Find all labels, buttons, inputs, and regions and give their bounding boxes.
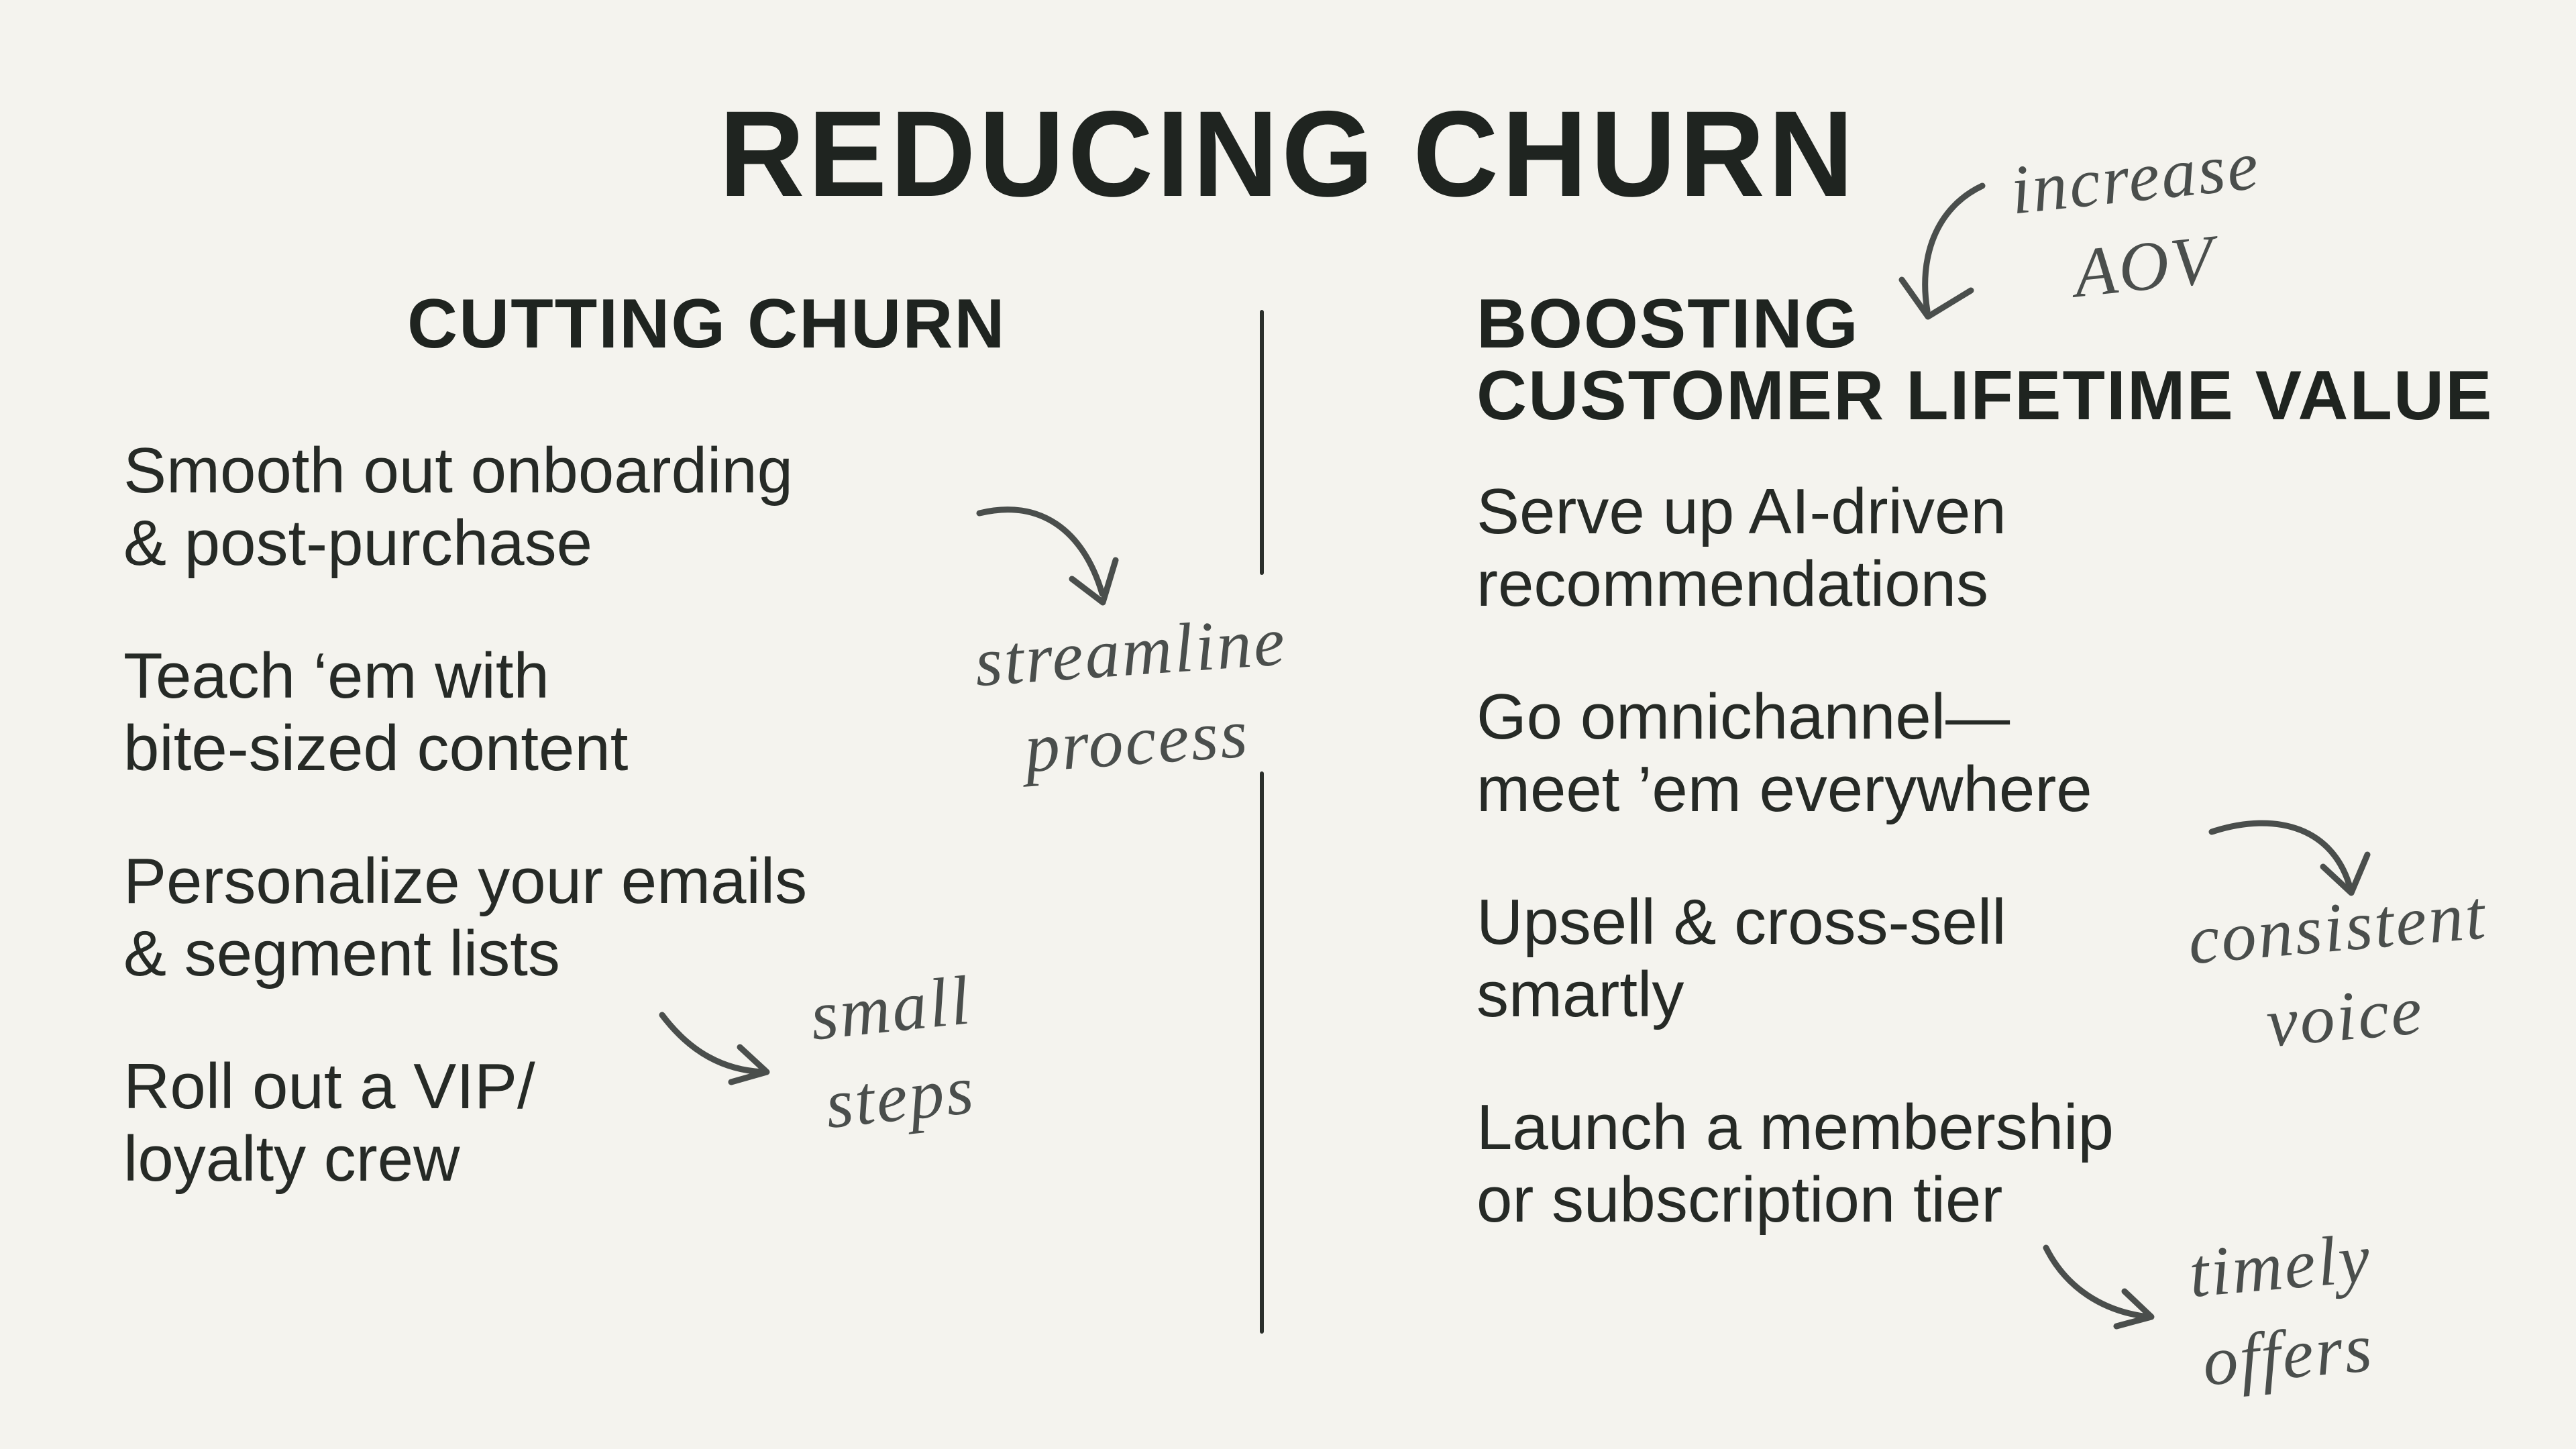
heading-line: CUTTING CHURN: [407, 285, 1006, 363]
list-item-ai-recommendations: Serve up AI-driven recommendations: [1477, 476, 2006, 620]
item-line: Personalize your emails: [123, 845, 808, 917]
item-line: Launch a membership: [1477, 1091, 2114, 1163]
item-line: Roll out a VIP/: [123, 1051, 535, 1122]
item-line: Teach ‘em with: [123, 640, 549, 712]
item-line: Serve up AI-driven: [1477, 476, 2006, 547]
handwritten-note-streamline-process: streamline process: [926, 593, 1340, 799]
curved-arrow-icon-timely-offers: [2043, 1244, 2155, 1330]
column-divider-top: [1260, 310, 1264, 575]
item-line: smartly: [1477, 958, 1684, 1030]
curved-arrow-icon-consistent-voice: [2208, 820, 2371, 896]
handwritten-note-increase-aov: increase AOV: [1951, 115, 2330, 330]
heading-line: BOOSTING: [1477, 285, 1860, 363]
item-line: or subscription tier: [1477, 1163, 2003, 1236]
column-heading-cutting-churn: CUTTING CHURN: [407, 288, 1006, 360]
item-line: Upsell & cross-sell: [1477, 886, 2006, 958]
list-item-omnichannel: Go omnichannel— meet ’em everywhere: [1477, 681, 2092, 825]
handwritten-note-timely-offers: timely offers: [2149, 1210, 2419, 1410]
list-item-upsell-cross-sell: Upsell & cross-sell smartly: [1477, 886, 2006, 1030]
item-line: & post-purchase: [123, 506, 593, 579]
curved-arrow-icon-streamline: [976, 506, 1119, 606]
column-heading-boosting-clv: BOOSTING CUSTOMER LIFETIME VALUE: [1477, 288, 2493, 432]
page-title: REDUCING CHURN: [719, 85, 1857, 222]
heading-line: CUSTOMER LIFETIME VALUE: [1477, 357, 2493, 435]
item-line: & segment lists: [123, 917, 560, 989]
item-line: meet ’em everywhere: [1477, 753, 2092, 825]
column-divider-bottom: [1260, 771, 1264, 1334]
item-line: bite-sized content: [123, 712, 629, 784]
list-item-bite-sized-content: Teach ‘em with bite-sized content: [123, 640, 628, 784]
curved-arrow-icon-increase-aov: [1898, 182, 1986, 320]
list-item-onboarding: Smooth out onboarding & post-purchase: [123, 435, 793, 579]
handwritten-note-small-steps: small steps: [763, 951, 1028, 1154]
curved-arrow-icon-small-steps: [659, 1012, 770, 1085]
list-item-personalize-emails: Personalize your emails & segment lists: [123, 845, 807, 989]
item-line: recommendations: [1477, 547, 1989, 620]
list-item-vip-loyalty: Roll out a VIP/ loyalty crew: [123, 1051, 535, 1195]
item-line: Go omnichannel—: [1477, 681, 2010, 753]
list-item-membership-tier: Launch a membership or subscription tier: [1477, 1091, 2114, 1236]
item-line: Smooth out onboarding: [123, 435, 794, 506]
item-line: loyalty crew: [123, 1122, 460, 1195]
